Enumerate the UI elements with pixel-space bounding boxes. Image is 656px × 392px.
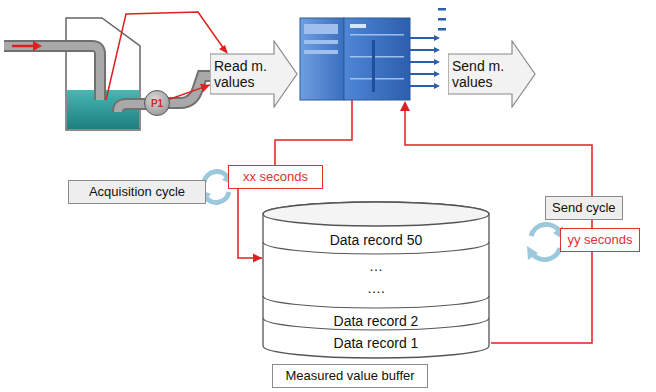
send-arrow: Send m. values xyxy=(448,40,536,108)
label-text: Read m. values xyxy=(214,58,274,90)
label-text: Acquisition cycle xyxy=(75,183,199,201)
signal-line xyxy=(275,100,352,165)
label-text: …. xyxy=(262,279,490,297)
cycle-label: Acquisition cycle xyxy=(68,180,206,204)
time-box: xx seconds xyxy=(228,165,323,189)
label-text: yy seconds xyxy=(567,231,633,249)
plc-device xyxy=(300,8,446,100)
buffer-cylinder: Data record 50 … …. Data record 2 Data recor… xyxy=(262,200,490,360)
connector xyxy=(169,84,210,100)
label-text: Data record 50 xyxy=(262,231,490,249)
label-text: Send m. values xyxy=(452,58,512,90)
label-text: xx seconds xyxy=(235,168,316,186)
label-text: P1 xyxy=(151,98,163,109)
label-text: … xyxy=(262,257,490,275)
label-text: Data record 2 xyxy=(262,312,490,330)
buffer-label: Measured value buffer xyxy=(272,364,428,388)
flow-arrow xyxy=(12,41,42,51)
time-box: yy seconds xyxy=(560,228,640,252)
read-arrow: Read m. values xyxy=(210,40,298,108)
connector xyxy=(238,189,262,263)
label-text: Send cycle xyxy=(552,199,616,217)
pipe xyxy=(4,46,214,112)
pump-symbol: P1 xyxy=(144,90,170,116)
label-text: Measured value buffer xyxy=(279,367,421,385)
label-text: Data record 1 xyxy=(262,334,490,352)
cycle-label: Send cycle xyxy=(545,196,623,220)
